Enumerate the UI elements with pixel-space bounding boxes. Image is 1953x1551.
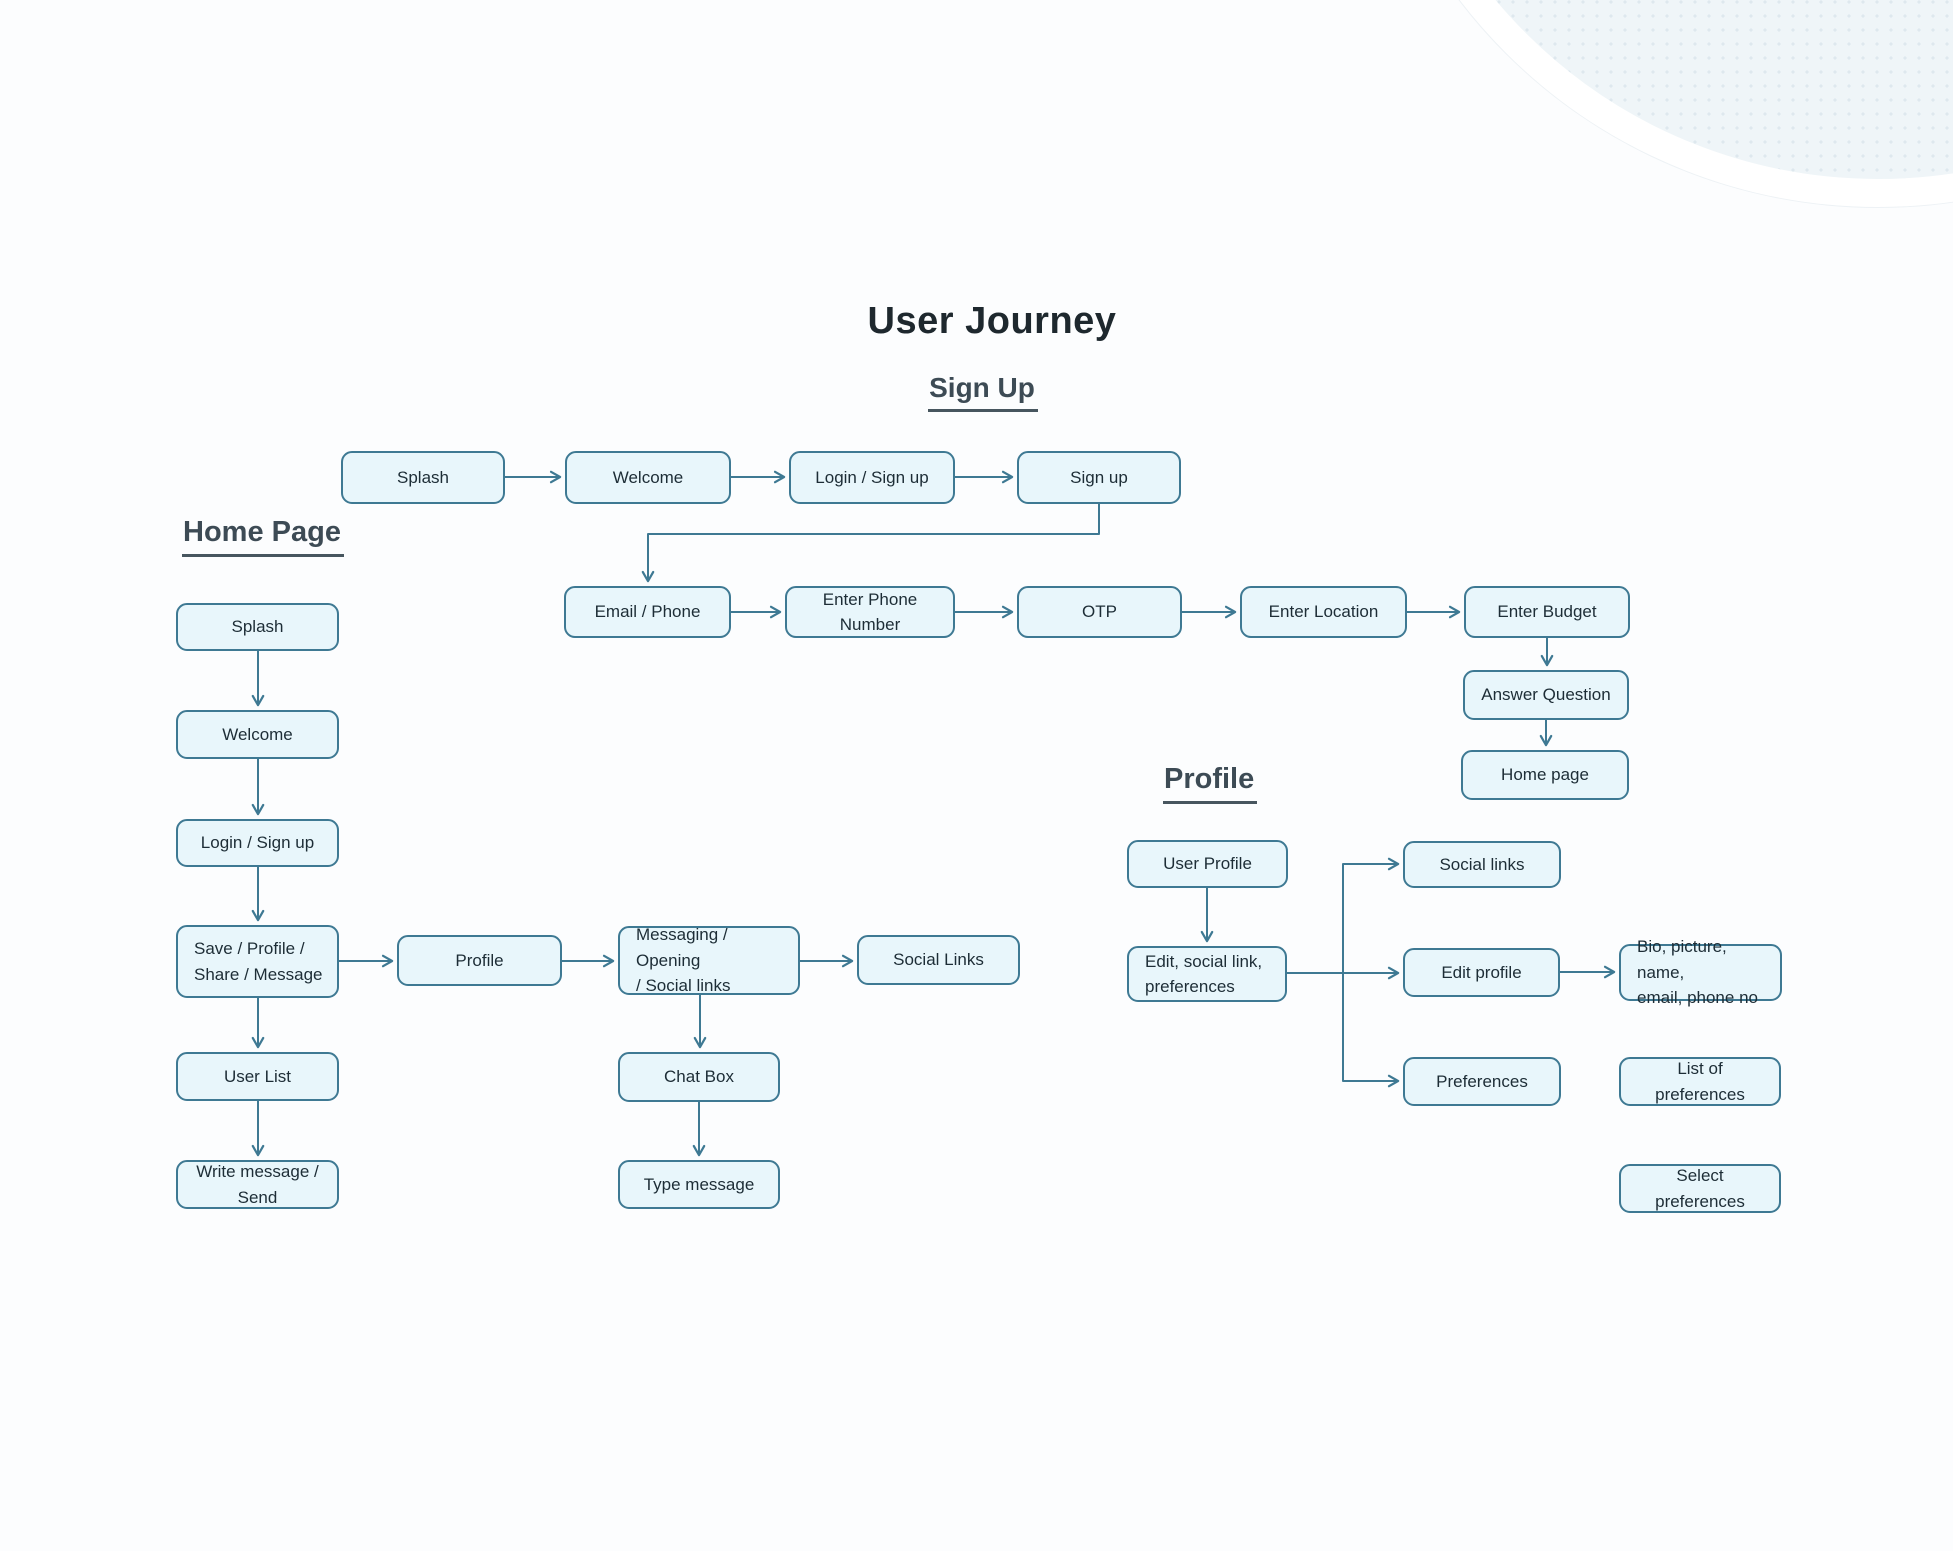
node-chat-box[interactable]: Chat Box — [618, 1052, 780, 1102]
node-profile-social-links[interactable]: Social links — [1403, 841, 1561, 888]
node-label: Login / Sign up — [200, 833, 315, 853]
node-home-page[interactable]: Home page — [1461, 750, 1629, 800]
node-signup-login-signup[interactable]: Login / Sign up — [789, 451, 955, 504]
node-label: List of preferences — [1655, 1059, 1745, 1104]
profile-heading: Profile — [1163, 763, 1258, 804]
node-homepage-welcome[interactable]: Welcome — [176, 710, 339, 759]
node-edit-social-link-preferences[interactable]: Edit, social link, preferences — [1127, 946, 1287, 1002]
node-label: Social Links — [893, 950, 984, 970]
node-preferences[interactable]: Preferences — [1403, 1057, 1561, 1106]
home-page-heading: Home Page — [182, 516, 344, 557]
node-label: Enter Location — [1268, 602, 1379, 622]
node-label: Enter Budget — [1497, 602, 1597, 622]
node-label: Login / Sign up — [815, 467, 929, 487]
node-label: Messaging / Opening / Social links — [636, 925, 731, 996]
node-label: Welcome — [222, 724, 293, 744]
node-write-message-send[interactable]: Write message / Send — [176, 1160, 339, 1209]
page-title: User Journey — [867, 300, 1117, 342]
edge-edit-sociallinks — [1342, 857, 1400, 974]
node-label: Profile — [455, 950, 504, 970]
node-select-preferences[interactable]: Select preferences — [1619, 1164, 1781, 1213]
node-social-links[interactable]: Social Links — [857, 935, 1020, 985]
profile-heading-text: Profile — [1163, 763, 1258, 804]
node-label: Sign up — [1070, 467, 1128, 487]
node-label: Enter Phone Number — [822, 589, 918, 635]
node-type-message[interactable]: Type message — [618, 1160, 780, 1209]
node-homepage-splash[interactable]: Splash — [176, 603, 339, 651]
home-page-heading-text: Home Page — [182, 516, 344, 557]
node-enter-location[interactable]: Enter Location — [1240, 586, 1407, 638]
node-messaging-opening-social-links[interactable]: Messaging / Opening / Social links — [618, 925, 800, 995]
node-label: User List — [223, 1066, 292, 1086]
node-profile[interactable]: Profile — [397, 935, 562, 986]
node-edit-profile[interactable]: Edit profile — [1403, 948, 1560, 997]
node-label: Welcome — [612, 467, 684, 487]
node-label: Home page — [1501, 765, 1589, 785]
node-signup-splash[interactable]: Splash — [341, 451, 505, 504]
sign-up-heading-text: Sign Up — [928, 372, 1038, 412]
node-label: Splash — [397, 467, 449, 487]
node-signup-welcome[interactable]: Welcome — [565, 451, 731, 504]
node-label: Splash — [231, 617, 284, 637]
sign-up-heading: Sign Up — [833, 372, 1133, 412]
node-label: Bio, picture, name, email, phone no — [1637, 937, 1758, 1008]
node-label: Type message — [643, 1174, 755, 1194]
node-label: Preferences — [1436, 1071, 1528, 1091]
node-label: Edit profile — [1441, 962, 1522, 982]
node-homepage-login-signup[interactable]: Login / Sign up — [176, 819, 339, 867]
node-label: Answer Question — [1481, 685, 1611, 705]
node-enter-budget[interactable]: Enter Budget — [1464, 586, 1630, 638]
node-label: Email / Phone — [594, 602, 701, 622]
node-label: Chat Box — [664, 1067, 734, 1087]
node-email-phone[interactable]: Email / Phone — [564, 586, 731, 638]
node-label: Save / Profile / Share / Message — [194, 939, 323, 984]
node-save-profile-share-message[interactable]: Save / Profile / Share / Message — [176, 925, 339, 998]
node-bio-picture-name-email-phone[interactable]: Bio, picture, name, email, phone no — [1619, 937, 1782, 1007]
node-label: Social links — [1439, 854, 1525, 874]
node-enter-phone-number[interactable]: Enter Phone Number — [785, 586, 955, 638]
node-label: User Profile — [1163, 854, 1252, 874]
edge-edit-preferences — [1342, 972, 1400, 1088]
edge-signup-emailphone — [641, 503, 1100, 583]
node-answer-question[interactable]: Answer Question — [1463, 670, 1629, 720]
node-list-of-preferences[interactable]: List of preferences — [1619, 1057, 1781, 1106]
node-user-profile[interactable]: User Profile — [1127, 840, 1288, 888]
node-otp[interactable]: OTP — [1017, 586, 1182, 638]
node-label: Write message / Send — [196, 1162, 319, 1207]
node-signup-signup[interactable]: Sign up — [1017, 451, 1181, 504]
node-label: Edit, social link, preferences — [1145, 951, 1263, 997]
node-user-list[interactable]: User List — [176, 1052, 339, 1101]
node-label: OTP — [1082, 602, 1117, 622]
node-label: Select preferences — [1655, 1166, 1745, 1211]
